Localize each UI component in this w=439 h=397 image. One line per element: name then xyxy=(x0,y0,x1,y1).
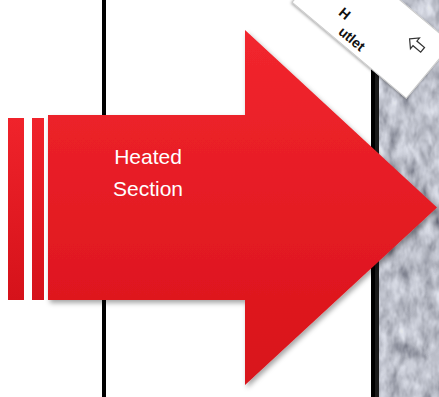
arrow-icon xyxy=(404,32,430,57)
motion-bar xyxy=(32,118,44,300)
arrow-text-area: Heated Section xyxy=(88,115,208,230)
tag-text: utlet xyxy=(335,24,367,54)
motion-bar xyxy=(8,118,24,300)
tag-label: Hutlet xyxy=(291,0,439,99)
section-label: Heated Section xyxy=(93,141,203,205)
arrow-shape: Heated Section xyxy=(48,30,439,386)
tag-text-area: Hutlet xyxy=(326,5,377,55)
arrow-outline xyxy=(48,30,439,386)
arrow-body xyxy=(48,30,437,385)
arrow-icon-shape xyxy=(405,34,427,56)
